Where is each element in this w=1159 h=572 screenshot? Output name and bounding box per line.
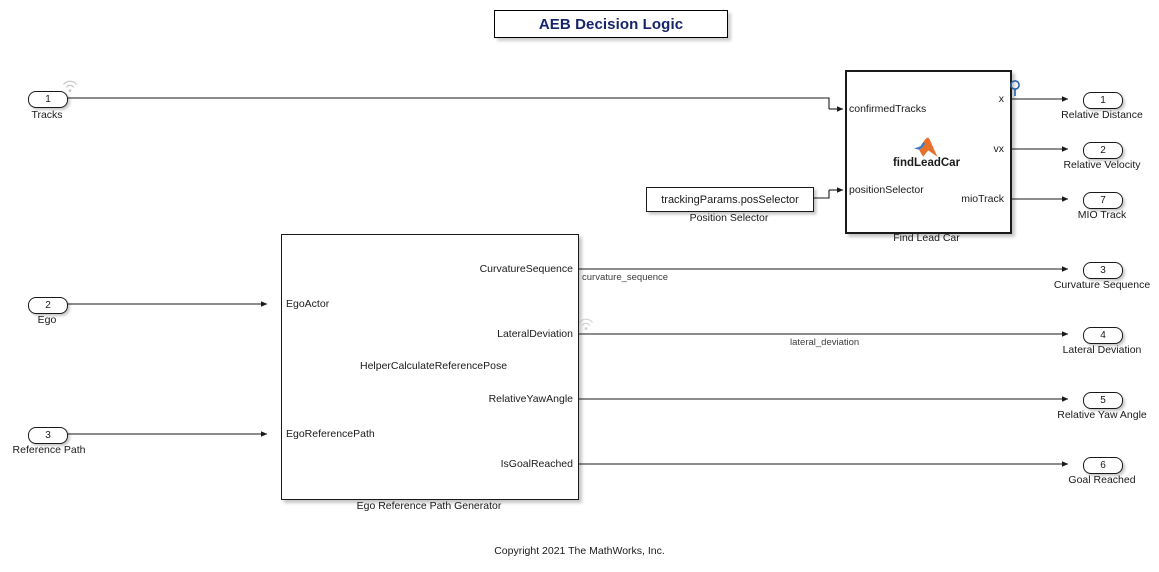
erpg-input-egoreferencepath: EgoReferencePath [286, 428, 375, 440]
diagram-title-annotation: AEB Decision Logic [494, 10, 728, 38]
outport-relative-velocity-label: Relative Velocity [1063, 159, 1141, 171]
outport-relative-velocity-number: 2 [1100, 144, 1106, 156]
outport-relative-distance[interactable]: 1 [1083, 92, 1123, 109]
outport-lateral-deviation[interactable]: 4 [1083, 327, 1123, 344]
outport-relative-yaw-angle[interactable]: 5 [1083, 392, 1123, 409]
find-lead-car-caption: Find Lead Car [893, 232, 960, 244]
inport-tracks-number: 1 [45, 93, 51, 105]
radiate-icon-lateral-deviation [579, 318, 593, 330]
outport-curvature-sequence-label: Curvature Sequence [1053, 279, 1151, 291]
outport-relative-distance-number: 1 [1100, 94, 1106, 106]
testpoint-pin-icon [1010, 80, 1020, 96]
inport-ego-number: 2 [45, 299, 51, 311]
outport-mio-track-label: MIO Track [1077, 209, 1127, 221]
outport-curvature-sequence-number: 3 [1100, 264, 1106, 276]
find-lead-car-block[interactable] [845, 70, 1012, 234]
outport-goal-reached[interactable]: 6 [1083, 457, 1123, 474]
find-lead-car-output-vx: vx [993, 143, 1005, 155]
radiate-icon [63, 80, 77, 92]
find-lead-car-input-positionselector: positionSelector [849, 184, 924, 196]
find-lead-car-output-x: x [998, 93, 1004, 105]
inport-reference-path-number: 3 [45, 429, 51, 441]
erpg-inner-label: HelperCalculateReferencePose [360, 360, 508, 372]
find-lead-car-output-miotrack: mioTrack [961, 193, 1004, 205]
position-selector-caption: Position Selector [689, 212, 769, 224]
outport-lateral-deviation-label: Lateral Deviation [1062, 344, 1142, 356]
position-selector-block[interactable]: trackingParams.posSelector [646, 187, 814, 212]
inport-reference-path-label: Reference Path [12, 444, 86, 456]
outport-relative-yaw-angle-label: Relative Yaw Angle [1057, 409, 1147, 421]
outport-goal-reached-label: Goal Reached [1068, 474, 1136, 486]
outport-lateral-deviation-number: 4 [1100, 329, 1106, 341]
inport-ego-label: Ego [37, 314, 57, 326]
erpg-output-isgoalreached: IsGoalReached [500, 458, 573, 470]
page-title: AEB Decision Logic [538, 15, 684, 33]
position-selector-value: trackingParams.posSelector [661, 193, 799, 206]
signal-label-curvature-sequence: curvature_sequence [582, 272, 669, 283]
ego-reference-path-generator-block[interactable] [281, 234, 579, 500]
outport-relative-velocity[interactable]: 2 [1083, 142, 1123, 159]
matlab-logo-icon [914, 137, 938, 157]
outport-relative-distance-label: Relative Distance [1061, 109, 1143, 121]
find-lead-car-input-confirmedtracks: confirmedTracks [849, 103, 927, 115]
signal-label-lateral-deviation: lateral_deviation [790, 337, 860, 348]
erpg-input-egoactor: EgoActor [286, 298, 330, 310]
inport-reference-path[interactable]: 3 [28, 427, 68, 444]
outport-relative-yaw-angle-number: 5 [1100, 394, 1106, 406]
erpg-output-lateraldeviation: LateralDeviation [497, 328, 573, 340]
outport-mio-track[interactable]: 7 [1083, 192, 1123, 209]
outport-curvature-sequence[interactable]: 3 [1083, 262, 1123, 279]
copyright-notice: Copyright 2021 The MathWorks, Inc. [494, 545, 665, 557]
erpg-output-relativeyawangle: RelativeYawAngle [488, 393, 573, 405]
outport-goal-reached-number: 6 [1100, 459, 1106, 471]
ego-reference-path-generator-caption: Ego Reference Path Generator [356, 500, 502, 512]
find-lead-car-function-name: findLeadCar [892, 157, 961, 169]
inport-tracks[interactable]: 1 [28, 91, 68, 108]
erpg-output-curvaturesequence: CurvatureSequence [479, 263, 573, 275]
inport-ego[interactable]: 2 [28, 297, 68, 314]
inport-tracks-label: Tracks [31, 109, 63, 121]
outport-mio-track-number: 7 [1100, 194, 1106, 206]
